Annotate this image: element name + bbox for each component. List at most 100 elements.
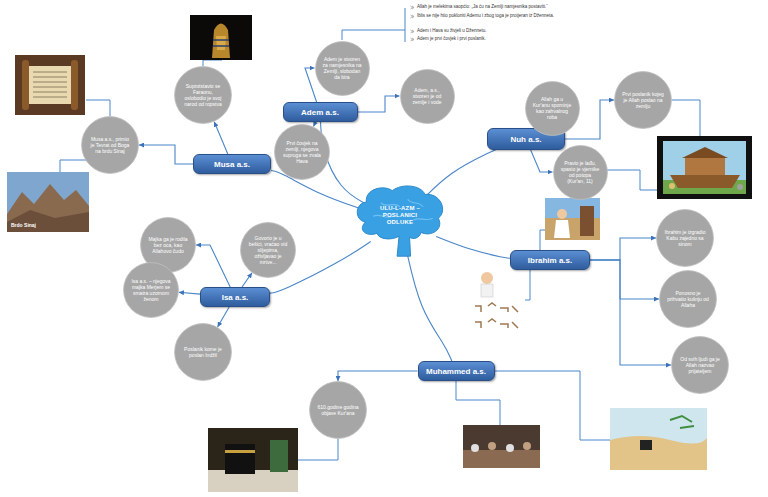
leader-line <box>540 230 545 250</box>
node-text: Isa a.s. – njegova majka Merjem se smatr… <box>131 278 171 302</box>
wall <box>580 206 594 236</box>
hull <box>670 175 740 188</box>
head <box>557 209 567 219</box>
leader-line <box>607 170 657 190</box>
bracket-line <box>342 8 405 42</box>
node-text: Majka ga je rodila bez oca, kao Allahovo… <box>148 236 188 254</box>
circle-fill <box>525 81 579 135</box>
animal <box>669 183 675 189</box>
label-text: Adem je prvi čovjek i prvi poslanik. <box>417 36 572 41</box>
roller <box>22 60 29 110</box>
ibrahim-image <box>545 198 600 240</box>
fact-circle: 610.godine godina objave Kur'ana <box>309 381 367 439</box>
connector-line <box>214 122 228 154</box>
connector-line <box>436 236 510 258</box>
fact-circle: Prvi čovjek na zemlji, njegova supruga s… <box>274 124 330 180</box>
node-text: Ibrahim a.s. <box>528 256 572 265</box>
prophet-box: Muhammed a.s. <box>418 361 495 381</box>
node-text: Allah ga u Kur'anu spominje kao zahvalno… <box>532 96 572 120</box>
kaaba <box>225 444 255 474</box>
node-text: Nuh a.s. <box>510 135 541 144</box>
image-frame <box>15 55 85 115</box>
image-frame <box>190 15 252 60</box>
label-text: Iblis se nije htio pokloniti Ademu i zbo… <box>417 13 557 18</box>
prayer-poses <box>475 303 518 312</box>
image-frame <box>463 425 540 468</box>
bullet <box>411 30 415 33</box>
kaaba-band <box>225 450 255 453</box>
person <box>471 444 479 452</box>
node-text: Ponosno je prihvatio kušnju od Allaha <box>667 290 709 308</box>
sky <box>663 141 746 194</box>
leader-line <box>298 439 338 460</box>
node-text: Adem je stvoren za namjesnika na Zemlji,… <box>322 56 362 80</box>
bullet <box>411 6 415 9</box>
script-lines <box>33 72 67 97</box>
birds <box>670 416 694 428</box>
connector-line <box>196 245 230 287</box>
cabin <box>685 158 725 175</box>
fact-circle: Suprotstavio se Faraonu, oslobodio je sv… <box>174 66 232 124</box>
leader-line <box>60 160 90 172</box>
roller <box>71 60 78 110</box>
connector-line <box>139 145 193 164</box>
node-text: Isa a.s. <box>222 293 249 302</box>
connector-line <box>590 260 659 299</box>
connector-line <box>271 171 362 210</box>
label-text: Allah je melekima saopćio: „Ja ću na Zem… <box>417 4 572 9</box>
node-text: 610.godine godina objave Kur'ana <box>317 404 359 416</box>
node-text: Adem a.s. <box>301 108 339 117</box>
circle-fill <box>82 117 139 174</box>
prayer-poses <box>475 319 518 328</box>
central-brain: ULU-L-AZM – POSLANICI ODLUKE <box>352 184 448 260</box>
bullet <box>411 38 415 41</box>
circle-fill <box>672 337 729 394</box>
connector-line <box>242 273 252 287</box>
prophet-box: Isa a.s. <box>200 287 270 307</box>
brain-fill <box>357 186 442 256</box>
prophet-box: Adem a.s. <box>283 102 358 122</box>
image-frame <box>545 198 600 240</box>
node-text: Prvi čovjek na zemlji, njegova supruga s… <box>282 140 322 164</box>
fact-circle: Isa a.s. – njegova majka Merjem se smatr… <box>123 262 179 318</box>
torah-scroll-image <box>15 55 85 115</box>
parchment <box>28 66 72 104</box>
connector-line <box>338 371 418 381</box>
fact-circle: Poslanik kome je poslan Indžil <box>174 323 232 381</box>
connector-line <box>321 122 368 205</box>
fact-circle: Prvi poslanik kojeg je Allah poslao na z… <box>614 71 672 129</box>
image-frame <box>657 136 752 199</box>
pharaoh-mask-image <box>190 15 252 60</box>
head <box>481 272 493 284</box>
circle-fill <box>310 382 367 439</box>
fact-circle: Ponosno je prihvatio kušnju od Allaha <box>659 270 717 328</box>
mount-sinai-image <box>7 172 89 232</box>
circle-fill <box>315 41 369 95</box>
node-text: ULU-L-AZM – POSLANICI ODLUKE <box>370 205 430 226</box>
prophet-box: Musa a.s. <box>193 154 271 174</box>
prayer-image <box>470 268 525 340</box>
book <box>270 440 288 472</box>
image-frame <box>7 172 89 232</box>
body <box>481 284 493 297</box>
leader-line <box>672 100 700 136</box>
leader-line <box>456 381 500 425</box>
node-text: Musa a.s. <box>214 160 250 169</box>
circle-fill <box>124 263 179 318</box>
fact-circle: Pravio je lađu, spasio je vjernike od po… <box>553 145 608 200</box>
connector-line <box>179 292 200 294</box>
circle-fill <box>660 271 717 328</box>
foothills <box>7 210 89 232</box>
prophet-box: Ibrahim a.s. <box>510 250 590 270</box>
node-text: Musa a.s., primio je Tevrat od Boga na b… <box>89 136 131 154</box>
bullet <box>411 15 415 18</box>
fact-circle: Od svih ljudi ga je Allah nazvao prijate… <box>671 336 729 394</box>
connector-line <box>423 150 496 199</box>
fact-circle: Adem je stvoren za namjesnika na Zemlji,… <box>315 41 370 96</box>
label-text: Adem i Hava su živjeli u Džennetu. <box>417 28 572 33</box>
fact-circle: Musa a.s., primio je Tevrat od Boga na b… <box>81 116 139 174</box>
crowd-image <box>463 425 540 468</box>
leader-line <box>203 60 222 66</box>
person <box>523 442 531 450</box>
node-text: Poslanik kome je poslan Indžil <box>182 346 224 358</box>
